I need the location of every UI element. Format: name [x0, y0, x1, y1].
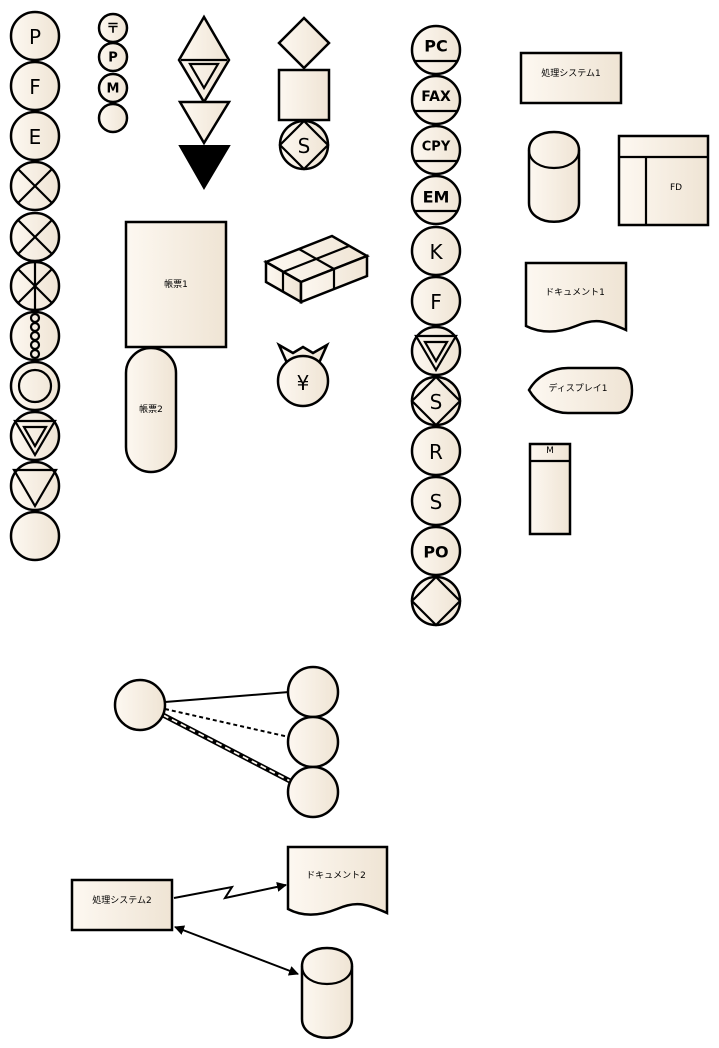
circle-cross-symbol-2[interactable]	[9, 211, 61, 263]
circle-e-symbol[interactable]: E	[9, 110, 61, 162]
form1-box[interactable]: 帳票1	[124, 220, 228, 349]
display1-symbol[interactable]: ディスプレイ1	[527, 366, 634, 415]
money-bag-symbol[interactable]: ¥	[276, 342, 330, 408]
small-m-label: M	[107, 82, 120, 97]
disk-cylinder-symbol[interactable]	[527, 130, 581, 223]
circle-e-label: E	[29, 125, 42, 149]
triangle-down-symbol[interactable]	[177, 100, 232, 146]
circle-diamond-s-symbol[interactable]: S	[278, 119, 330, 171]
small-postal-label: 〒	[106, 22, 119, 37]
s-diamond-label: S	[430, 390, 443, 414]
circle-cross-symbol[interactable]	[9, 160, 61, 212]
document1-label: ドキュメント1	[545, 288, 605, 298]
connector-target-circle-1[interactable]	[286, 665, 340, 719]
circle-fax-symbol[interactable]: FAX	[410, 74, 462, 126]
circle-diamond-symbol[interactable]	[410, 575, 462, 627]
circle-cpy-symbol[interactable]: CPY	[410, 124, 462, 176]
small-postal-symbol[interactable]: 〒	[97, 12, 129, 44]
circle-k-symbol[interactable]: K	[410, 225, 462, 277]
connector-target-circle-3[interactable]	[286, 765, 340, 819]
circle-triangle-symbol[interactable]	[9, 460, 61, 512]
cpy-label: CPY	[422, 140, 451, 155]
circle-s-symbol[interactable]: S	[410, 475, 462, 527]
triangle-down-filled-symbol[interactable]	[178, 145, 231, 190]
f-right-label: F	[430, 290, 442, 314]
fax-label: FAX	[421, 89, 451, 105]
process1-box[interactable]: 処理システム1	[519, 51, 623, 105]
connector-source-circle[interactable]	[113, 678, 167, 732]
display1-label: ディスプレイ1	[548, 382, 607, 394]
circle-pc-symbol[interactable]: PC	[410, 24, 462, 76]
disk-cylinder-bottom-symbol[interactable]	[300, 946, 354, 1039]
circle-asterisk-symbol[interactable]	[9, 260, 61, 312]
circle-f-right-symbol[interactable]: F	[410, 275, 462, 327]
s-mark-label: S	[298, 134, 311, 158]
circle-chain-symbol[interactable]	[9, 310, 61, 362]
em-label: EM	[423, 188, 450, 207]
m-storage-symbol[interactable]: M	[528, 442, 572, 536]
circle-p-symbol[interactable]: P	[9, 10, 61, 62]
r-label: R	[429, 440, 443, 464]
diamond-triangle-symbol[interactable]	[177, 14, 231, 105]
pc-label: PC	[424, 37, 447, 56]
square-symbol[interactable]	[277, 68, 331, 122]
circle-f-label: F	[29, 75, 41, 99]
yen-label: ¥	[297, 371, 310, 395]
lightning-arrow[interactable]	[173, 881, 287, 900]
circle-po-symbol[interactable]: PO	[410, 525, 462, 577]
fd-symbol[interactable]: FD	[617, 134, 710, 227]
process1-label: 処理システム1	[541, 67, 600, 79]
process2-box[interactable]: 処理システム2	[70, 878, 174, 932]
solid-connector[interactable]	[164, 691, 290, 703]
document1-symbol[interactable]: ドキュメント1	[524, 261, 628, 333]
form1-label: 帳票1	[164, 278, 188, 290]
circle-plain-symbol[interactable]	[9, 510, 61, 562]
package-symbol[interactable]	[263, 234, 370, 305]
circle-r-symbol[interactable]: R	[410, 425, 462, 477]
form2-capsule[interactable]: 帳票2	[124, 346, 178, 474]
circle-double-triangle-symbol[interactable]	[9, 410, 61, 462]
connector-target-circle-2[interactable]	[286, 715, 340, 769]
circle-em-symbol[interactable]: EM	[410, 174, 462, 226]
s-label: S	[430, 490, 443, 514]
circle-f-symbol[interactable]: F	[9, 60, 61, 112]
form2-label: 帳票2	[139, 403, 163, 415]
double-circle-symbol[interactable]	[9, 360, 61, 412]
fd-label: FD	[670, 183, 682, 193]
diamond-symbol[interactable]	[277, 16, 331, 70]
circle-double-triangle-right-symbol[interactable]	[410, 325, 462, 377]
po-label: PO	[423, 543, 448, 562]
small-p-label: P	[108, 51, 118, 66]
document2-symbol[interactable]: ドキュメント2	[286, 845, 389, 916]
m-label: M	[546, 446, 554, 456]
small-p-symbol[interactable]: P	[97, 41, 129, 73]
small-plain-symbol[interactable]	[97, 102, 129, 134]
small-m-symbol[interactable]: M	[97, 72, 129, 104]
circle-p-label: P	[29, 25, 41, 49]
connection-lines-example	[113, 665, 340, 819]
document2-label: ドキュメント2	[306, 871, 366, 881]
process2-label: 処理システム2	[92, 894, 151, 906]
k-label: K	[429, 240, 443, 264]
circle-diamond-s-right-symbol[interactable]: S	[410, 375, 462, 427]
dashed-connector[interactable]	[164, 708, 290, 738]
bidirectional-arrow[interactable]	[174, 925, 299, 976]
